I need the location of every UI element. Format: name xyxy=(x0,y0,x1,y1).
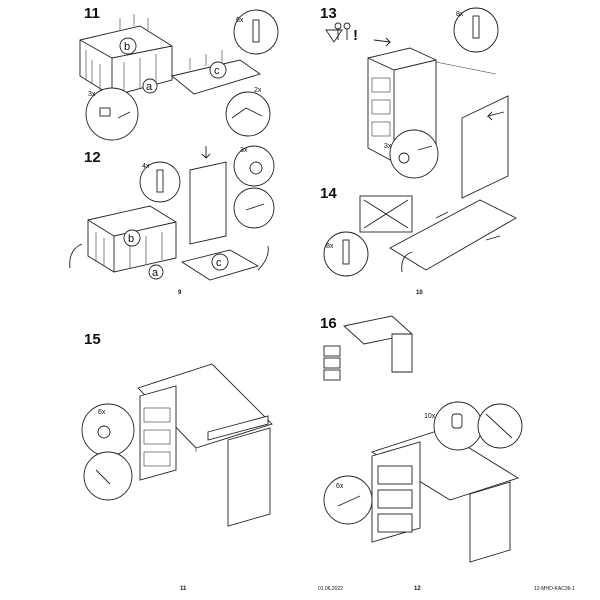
part-label-a: a xyxy=(152,267,159,279)
part-label-circle-b xyxy=(119,37,137,55)
detail-zoom-bracket xyxy=(225,91,271,137)
screw-icon xyxy=(95,469,111,485)
detail-zoom-screw xyxy=(83,451,133,501)
detail-zoom-cam xyxy=(81,403,135,457)
screw-icon xyxy=(337,495,361,507)
step-number: 11 xyxy=(84,5,100,22)
detail-zoom-cam xyxy=(389,129,439,179)
cabinet-frame xyxy=(79,14,173,97)
part-label-circle-b xyxy=(123,229,141,247)
part-label-c: c xyxy=(214,65,220,77)
step-12: 12 b a c 4x 3x 9 xyxy=(69,145,275,296)
rotate-arrow-icon xyxy=(69,243,83,269)
quantity-label: 8x xyxy=(326,243,334,250)
quantity-label: 4x xyxy=(142,163,150,170)
detail-zoom-screw xyxy=(233,187,275,229)
detail-zoom-screws xyxy=(85,87,139,141)
desk-overview-thumbnail xyxy=(323,315,413,381)
down-arrow-icon xyxy=(201,146,211,160)
left-arrow-icon xyxy=(486,111,505,121)
two-person-warning-icon xyxy=(325,22,351,43)
detail-zoom-cam xyxy=(233,145,275,187)
part-label-circle-c xyxy=(211,253,229,271)
footer-code: 12-MHO-KAC36-1 xyxy=(534,586,575,592)
step-14: 14 8x 10 xyxy=(320,185,517,296)
rotate-arrow-icon xyxy=(401,251,413,273)
assembled-desk xyxy=(370,429,520,563)
step-11: 11 b a 3x xyxy=(79,5,279,141)
step-13: 13 ! 8x 3x xyxy=(320,5,509,199)
side-panel xyxy=(461,95,509,199)
right-arrow-icon xyxy=(373,37,392,47)
quantity-label: 8x xyxy=(456,11,464,18)
detail-zoom-screwdriver xyxy=(477,403,523,449)
rotate-arrow-icon xyxy=(257,245,269,271)
dowel-icon xyxy=(156,169,164,193)
step-number: 13 xyxy=(320,5,337,22)
side-panel xyxy=(189,161,227,245)
detail-zoom-dowel xyxy=(139,161,181,203)
hand-icon xyxy=(435,211,449,219)
quantity-label: 6x xyxy=(236,17,244,24)
quantity-label: 6x xyxy=(336,483,344,490)
quantity-label: 6x xyxy=(98,409,106,416)
detail-zoom-screws xyxy=(323,475,373,525)
quantity-label: 10x xyxy=(424,413,436,420)
part-label-b: b xyxy=(124,41,130,53)
cam-lock-icon xyxy=(99,107,111,117)
warning-mark: ! xyxy=(353,27,358,44)
part-label-circle-a xyxy=(142,78,158,94)
step-number: 15 xyxy=(84,331,101,348)
detail-zoom-dowel xyxy=(233,9,279,55)
part-label-circle-c xyxy=(209,61,227,79)
quantity-label: 3x xyxy=(240,147,248,154)
part-label-b: b xyxy=(128,233,134,245)
detail-zoom-dowel xyxy=(453,7,499,53)
hand-icon xyxy=(485,235,501,241)
quantity-label: 3x xyxy=(384,143,392,150)
screw-icon xyxy=(417,145,433,151)
detail-zoom-handle xyxy=(433,401,483,451)
dowel-icon xyxy=(252,19,260,43)
quantity-label: 2x xyxy=(254,87,262,94)
step-15: 15 6x xyxy=(81,331,273,527)
footer-right-page: 12 xyxy=(414,586,421,592)
quantity-label: 3x xyxy=(88,91,96,98)
part-label-circle-a xyxy=(148,264,164,280)
cam-lock-icon xyxy=(97,425,111,439)
step-number: 12 xyxy=(84,149,101,166)
footer: 11 01.06.2022 12 12-MHO-KAC36-1 xyxy=(180,586,575,592)
screw-icon xyxy=(117,111,131,119)
screwdriver-icon xyxy=(485,413,513,439)
bracket-icon xyxy=(231,107,263,119)
step-number: 16 xyxy=(320,315,337,332)
part-label-c: c xyxy=(216,257,222,269)
cam-lock-icon xyxy=(249,161,263,175)
step-number: 14 xyxy=(320,185,337,202)
footer-date: 01.06.2022 xyxy=(318,586,343,592)
page-number: 9 xyxy=(178,290,182,296)
detail-zoom-dowel xyxy=(323,231,369,277)
assembled-desk xyxy=(137,363,273,527)
desktop-panel xyxy=(389,199,517,271)
page-number: 10 xyxy=(416,290,423,296)
handle-icon xyxy=(451,413,463,429)
dowel-icon xyxy=(342,239,350,265)
part-label-a: a xyxy=(146,81,153,93)
dowel-icon xyxy=(472,15,480,39)
footer-left-page: 11 xyxy=(180,586,187,592)
step-16: 16 10x 6x xyxy=(320,315,523,563)
wrong-method-crossed-icon xyxy=(359,195,413,233)
cam-lock-icon xyxy=(398,152,410,164)
screw-icon xyxy=(245,203,265,211)
